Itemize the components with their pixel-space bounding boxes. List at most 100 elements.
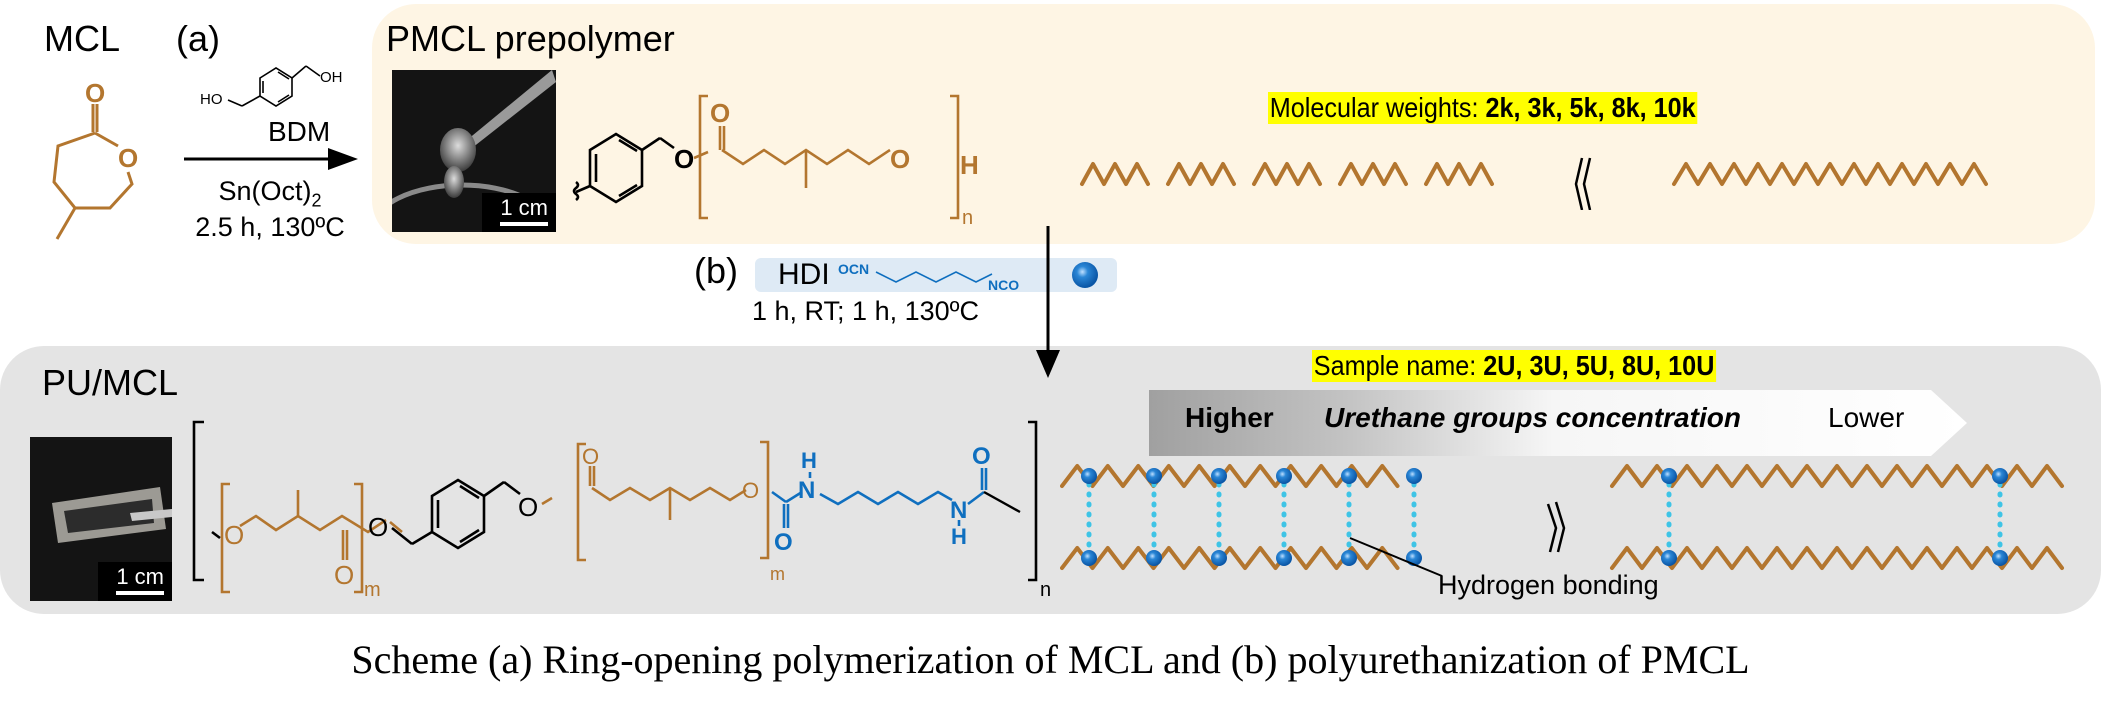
hdi-nco: NCO [988,277,1019,293]
urethane-group-sphere [1276,550,1292,566]
pmcl-carbonyl-o: O [710,98,730,128]
polyurethane-photo-image [52,487,172,543]
mw-values: 2k, 3k, 5k, 8k, 10k [1485,92,1696,123]
short-prepolymer-chain [1338,162,1408,186]
pmcl-terminal-o: O [890,144,910,174]
urethane-group-sphere [1081,550,1097,566]
catalyst-text: Sn(Oct) [218,176,312,206]
polyurethane-photo: 1 cm [30,437,172,601]
pmcl-repeat-bonds [693,94,960,220]
bdm-structure: HO OH [200,65,343,108]
gradient-middle-label: Urethane groups concentration [1324,402,1741,433]
pu-chain-dense-top [1060,464,1400,488]
urethane-group-sphere [1081,468,1097,484]
bdm-oh-label: OH [320,69,343,86]
mcl-carbonyl-o: O [85,78,105,108]
pmcl-subscript-n: n [962,207,973,229]
hdi-ocn: OCN [838,261,869,277]
reaction-arrow-b [1036,226,1060,378]
catalyst-label: Sn(Oct)2 [180,176,360,211]
sample-values: 2U, 3U, 5U, 8U, 10U [1483,350,1715,381]
pu-blue-n-1: N [798,477,815,504]
pu-blue-o-2: O [972,443,991,470]
pu-chain-dense-bottom [1060,546,1400,570]
pu-chain-continuation [983,490,1021,514]
hdi-reagent-box [755,258,1117,292]
pu-brown-o-1: O [224,520,244,550]
urethane-group-sphere [1146,550,1162,566]
urethane-group-sphere [1992,550,2008,566]
mcl-ring-bonds [52,104,134,240]
urethane-group-sphere [1661,468,1677,484]
hdi-label: HDI [778,258,830,291]
molecular-weights-label: Molecular weights: 2k, 3k, 5k, 8k, 10k [1268,92,1698,124]
pu-black-o-1: O [368,512,388,542]
urethane-concentration-bar [1149,390,1553,456]
urethane-group-sphere [1211,550,1227,566]
pu-blue-n-2: N [950,497,967,524]
pu-outer-bracket [192,420,1038,582]
conditions-a: 2.5 h, 130ºC [195,212,345,242]
pu-subscript-n: n [1040,579,1051,601]
pu-subscript-m-2: m [770,564,785,584]
pu-brown-o-3: O [582,444,599,469]
pu-brown-o-2: O [334,560,354,590]
long-prepolymer-chain [1672,162,1988,186]
prepolymer-panel [372,4,2095,244]
urethane-group-sphere [1992,468,2008,484]
urethane-group-sphere [1146,468,1162,484]
pmcl-structure: O O O H n [572,94,979,229]
polyurethane-scale-label: 1 cm [116,564,164,589]
scale-bar-line [500,222,548,226]
short-prepolymer-chain [1424,162,1494,186]
urethane-sphere-icon [1072,262,1098,288]
gradient-higher-label: Higher [1185,402,1274,433]
short-prepolymer-chain [1166,162,1236,186]
urethane-group-sphere [1211,468,1227,484]
pu-repeat-1-bonds [220,482,403,594]
hdi-structure: OCN NCO [838,261,1019,293]
sample-label-text: Sample name: [1313,350,1484,381]
pu-chain-sparse-bottom [1610,546,2064,570]
much-less-than-symbol [1574,157,1592,210]
hydrogen-bonding-annotation: Hydrogen bonding [1438,570,1659,600]
urethane-group-sphere [1341,468,1357,484]
urethane-group-sphere [1661,550,1677,566]
benzyl-bonds [572,132,675,204]
pu-subscript-m-1: m [364,579,381,601]
annotation-leader-line [1349,537,1443,577]
pu-repeat-2-bonds [541,440,770,562]
polyurethane-title: PU/MCL [42,362,179,403]
pu-brown-o-4: O [742,478,759,503]
urethane-group-sphere [1341,550,1357,566]
pu-urethane-bonds [771,468,988,528]
pu-chain-sparse-top [1610,464,2064,488]
pu-blue-h-2: H [951,524,967,549]
step-b-label: (b) [694,250,738,291]
pu-structure: O O m O O O O m H N O N H O n [192,420,1051,601]
mw-label-text: Molecular weights: [1269,92,1486,123]
urethane-group-sphere [1276,468,1292,484]
prepolymer-chains [1080,157,1988,210]
figure-caption: Scheme (a) Ring-opening polymerization o… [351,637,1750,682]
mcl-structure: O O [52,78,138,240]
catalyst-subscript: 2 [311,190,322,211]
polyurethane-scale-bar: 1 cm [98,562,172,601]
urethane-concentration-bar-tail [1551,390,1967,456]
prepolymer-photo: 1 cm [392,70,556,232]
bdm-ho-label: HO [200,91,223,108]
prepolymer-title: PMCL prepolymer [386,18,675,59]
pmcl-ester-o: O [674,144,694,174]
prepolymer-scale-label: 1 cm [500,195,548,220]
bdm-label: BDM [268,116,331,147]
urethane-group-sphere [1406,468,1422,484]
gradient-lower-label: Lower [1828,402,1905,433]
pu-blue-o-1: O [774,529,793,556]
pu-bdm-bonds [391,478,521,550]
pu-black-o-2: O [518,492,538,522]
much-greater-than-symbol [1546,501,1566,553]
pmcl-terminal-h: H [960,150,979,180]
reaction-arrow-a [184,148,358,170]
monomer-label: MCL [44,18,121,59]
pu-blue-h-1: H [801,448,817,473]
